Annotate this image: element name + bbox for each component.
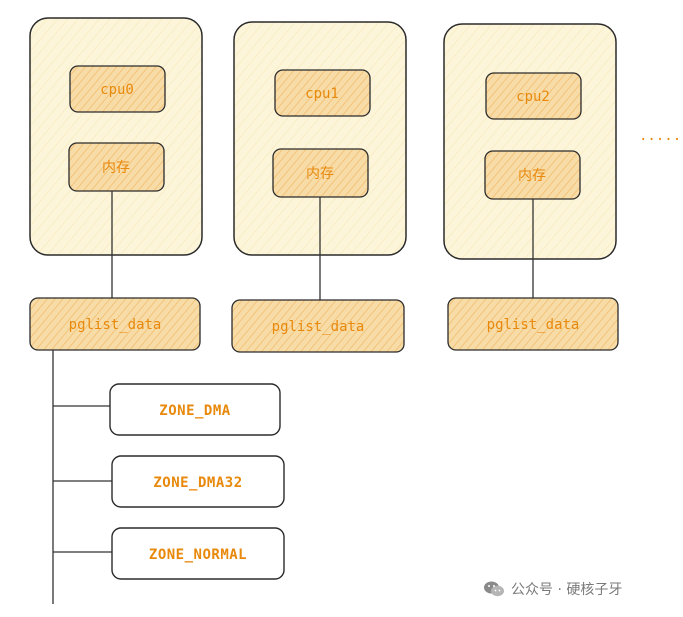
watermark-text: 公众号 · 硬核子牙 [511,582,623,598]
cpu-box-1 [274,69,371,117]
watermark: 公众号 · 硬核子牙 [483,579,622,599]
memory-label-2: 内存 [518,168,546,184]
numa-node-1: cpu1 内存 pglist_data [231,21,407,353]
numa-node-0: cpu0 内存 pglist_data [29,17,203,351]
zone-label-dma32: ZONE_DMA32 [153,475,242,491]
pglist-box-1 [231,299,405,353]
memory-label-0: 内存 [102,160,130,176]
zone-box-normal [111,527,285,580]
cpu-label-0: cpu0 [100,82,134,98]
node-container-2 [443,23,617,260]
node-container-0 [29,17,203,256]
memory-label-1: 内存 [306,166,334,182]
zone-label-dma: ZONE_DMA [159,403,231,419]
more-nodes-ellipsis: ..... [639,128,681,144]
cpu-label-2: cpu2 [516,89,550,105]
zone-box-dma [109,383,281,436]
cpu-box-2 [485,72,582,120]
pglist-label-0: pglist_data [69,317,162,333]
cpu-box-0 [69,65,166,113]
zone-box-dma32 [111,455,285,508]
pglist-label-2: pglist_data [487,317,580,333]
zone-tree: ZONE_DMA ZONE_DMA32 ZONE_NORMAL [52,350,285,604]
numa-node-2: cpu2 内存 pglist_data [443,23,619,351]
pglist-box-2 [447,297,619,351]
pglist-box-0 [29,297,201,351]
memory-box-0 [68,142,165,192]
zone-label-normal: ZONE_NORMAL [149,547,247,563]
cpu-label-1: cpu1 [305,86,339,102]
pglist-label-1: pglist_data [272,319,365,335]
wechat-icon [484,581,504,597]
